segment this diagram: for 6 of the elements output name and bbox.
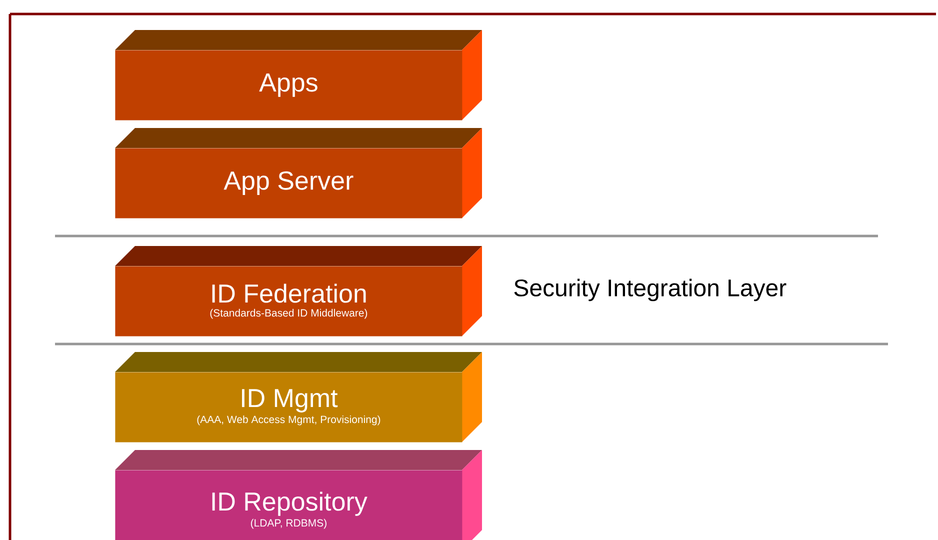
layer-label: Security Integration Layer	[514, 278, 786, 302]
layer-block: ID Repository (LDAP, RDBMS)	[115, 450, 482, 540]
layer-block: ID Mgmt (AAA, Web Access Mgmt, Provisioning)	[115, 352, 482, 442]
layer-block: App Server	[115, 128, 482, 218]
layer-block: ID Federation (Standards-Based ID Middleware)	[115, 246, 482, 336]
layer-block: Apps	[115, 30, 482, 120]
